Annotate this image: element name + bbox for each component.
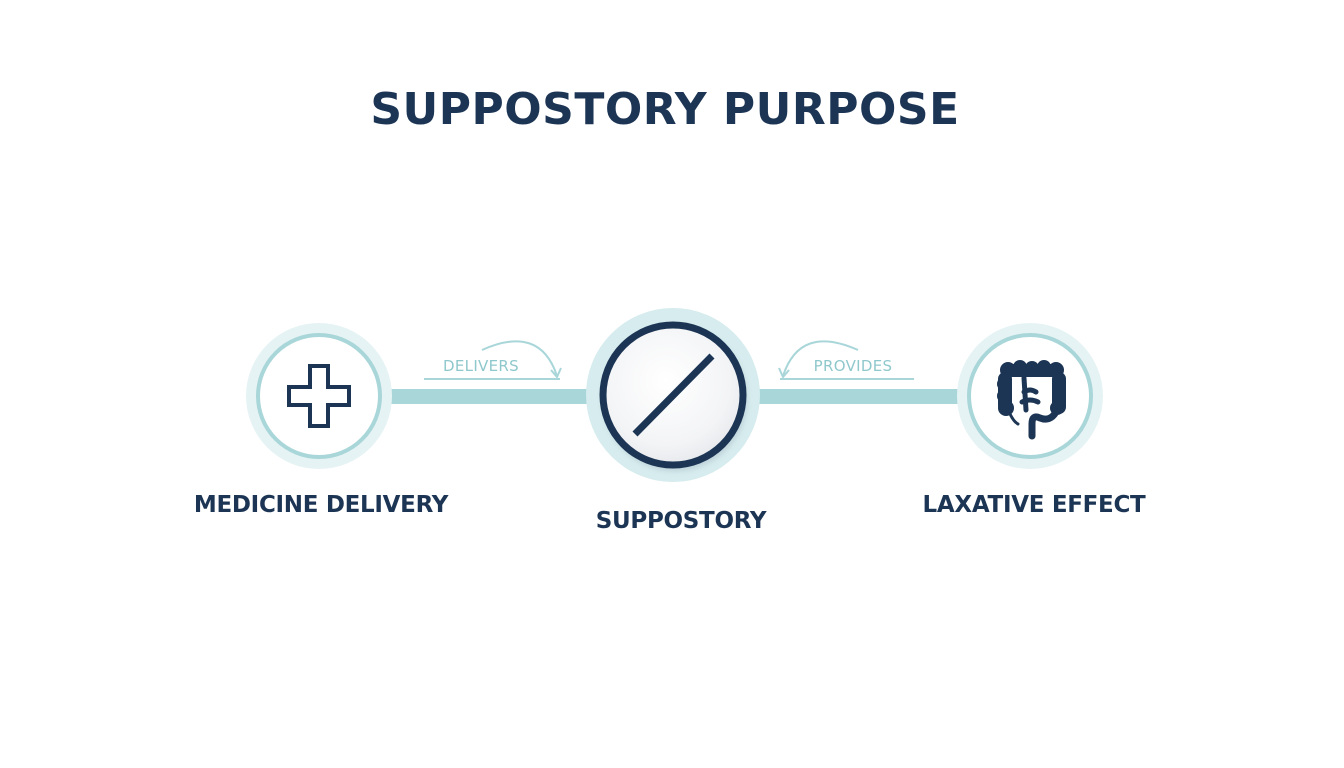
node-laxative-effect [957, 323, 1103, 469]
diagram-title: SUPPOSTORY PURPOSE [370, 84, 960, 135]
edge-label-provides: PROVIDES [814, 357, 893, 375]
node-label-laxative-effect: LAXATIVE EFFECT [922, 492, 1146, 518]
node-label-suppository: SUPPOSTORY [595, 508, 767, 534]
node-label-medicine-delivery: MEDICINE DELIVERY [193, 492, 449, 518]
edge-provides: PROVIDES [778, 340, 914, 380]
connector-left [384, 389, 596, 404]
suppository-pill-icon [632, 353, 715, 437]
edge-label-delivers: DELIVERS [443, 357, 519, 375]
intestine-icon [997, 360, 1066, 440]
connector-right [752, 389, 966, 404]
edge-delivers: DELIVERS [424, 340, 562, 380]
medical-cross-icon [287, 364, 351, 428]
node-medicine-delivery [246, 323, 392, 469]
node-suppository [586, 308, 760, 482]
